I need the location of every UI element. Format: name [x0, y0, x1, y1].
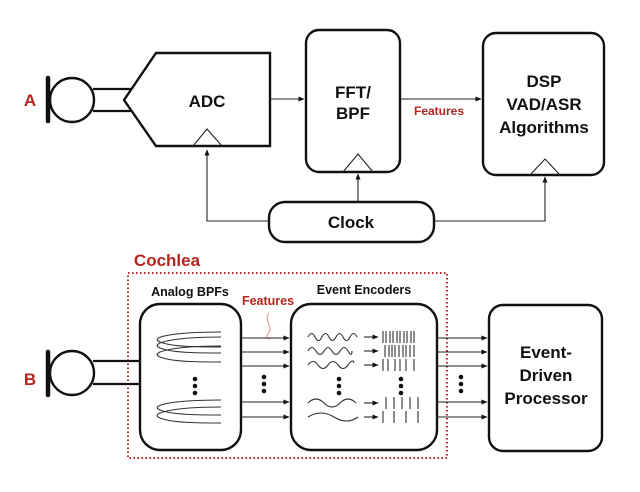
clock-block: Clock: [267, 200, 436, 244]
encoder-to-processor-arrows: [437, 335, 488, 420]
ellipsis-dots: [261, 374, 267, 394]
microphone-icon: [45, 349, 96, 398]
analog-bpfs-block: [138, 302, 243, 452]
panel-a-label: A: [24, 91, 36, 110]
analog-bpfs-title: Analog BPFs: [151, 285, 229, 299]
clock-to-dsp-line: [434, 176, 548, 222]
mic-to-bpf-wires: [93, 359, 140, 386]
processor-label-line-2: Driven: [520, 366, 573, 385]
fft-bpf-block: FFT/ BPF: [304, 28, 402, 174]
panel-b: B Cochlea Analog BPFs: [24, 251, 604, 459]
adc-block: ADC: [122, 51, 272, 148]
bandpass-filter-curves: [156, 331, 222, 424]
features-pointer-squiggle: [266, 312, 271, 340]
features-label-b: Features: [242, 294, 294, 308]
event-encoders-block: [289, 302, 439, 452]
processor-label-line-3: Processor: [504, 389, 588, 408]
dsp-label-line-3: Algorithms: [499, 118, 589, 137]
clock-label: Clock: [328, 213, 375, 232]
dsp-label-line-1: DSP: [527, 72, 562, 91]
fft-label-line-1: FFT/: [335, 83, 371, 102]
clock-input-triangle: [342, 153, 374, 173]
microphone-icon: [45, 75, 96, 124]
features-label-a: Features: [414, 104, 464, 118]
dsp-label-line-2: VAD/ASR: [506, 95, 581, 114]
bpf-to-encoder-arrows: [241, 335, 290, 420]
cochlea-label: Cochlea: [134, 251, 201, 270]
clock-input-triangle: [529, 158, 561, 176]
ellipsis-dots: [458, 374, 464, 394]
event-encoders-title: Event Encoders: [317, 283, 412, 297]
encode-arrows: [364, 334, 379, 420]
fft-label-line-2: BPF: [336, 104, 370, 123]
adc-label: ADC: [189, 92, 226, 111]
ellipsis-dots: [192, 376, 198, 396]
clock-to-adc-line: [204, 149, 269, 222]
spike-trains: [382, 331, 419, 423]
ellipsis-dots: [336, 376, 404, 396]
event-driven-processor-block: Event- Driven Processor: [487, 303, 604, 453]
panel-a: A ADC FFT/ BPF Features DSP VAD/ASR: [24, 28, 606, 244]
mic-to-adc-wires: [93, 87, 131, 113]
input-waveforms: [307, 332, 359, 422]
dsp-block: DSP VAD/ASR Algorithms: [481, 31, 606, 177]
panel-b-label: B: [24, 370, 36, 389]
processor-label-line-1: Event-: [520, 343, 572, 362]
clock-input-triangle: [192, 128, 223, 147]
